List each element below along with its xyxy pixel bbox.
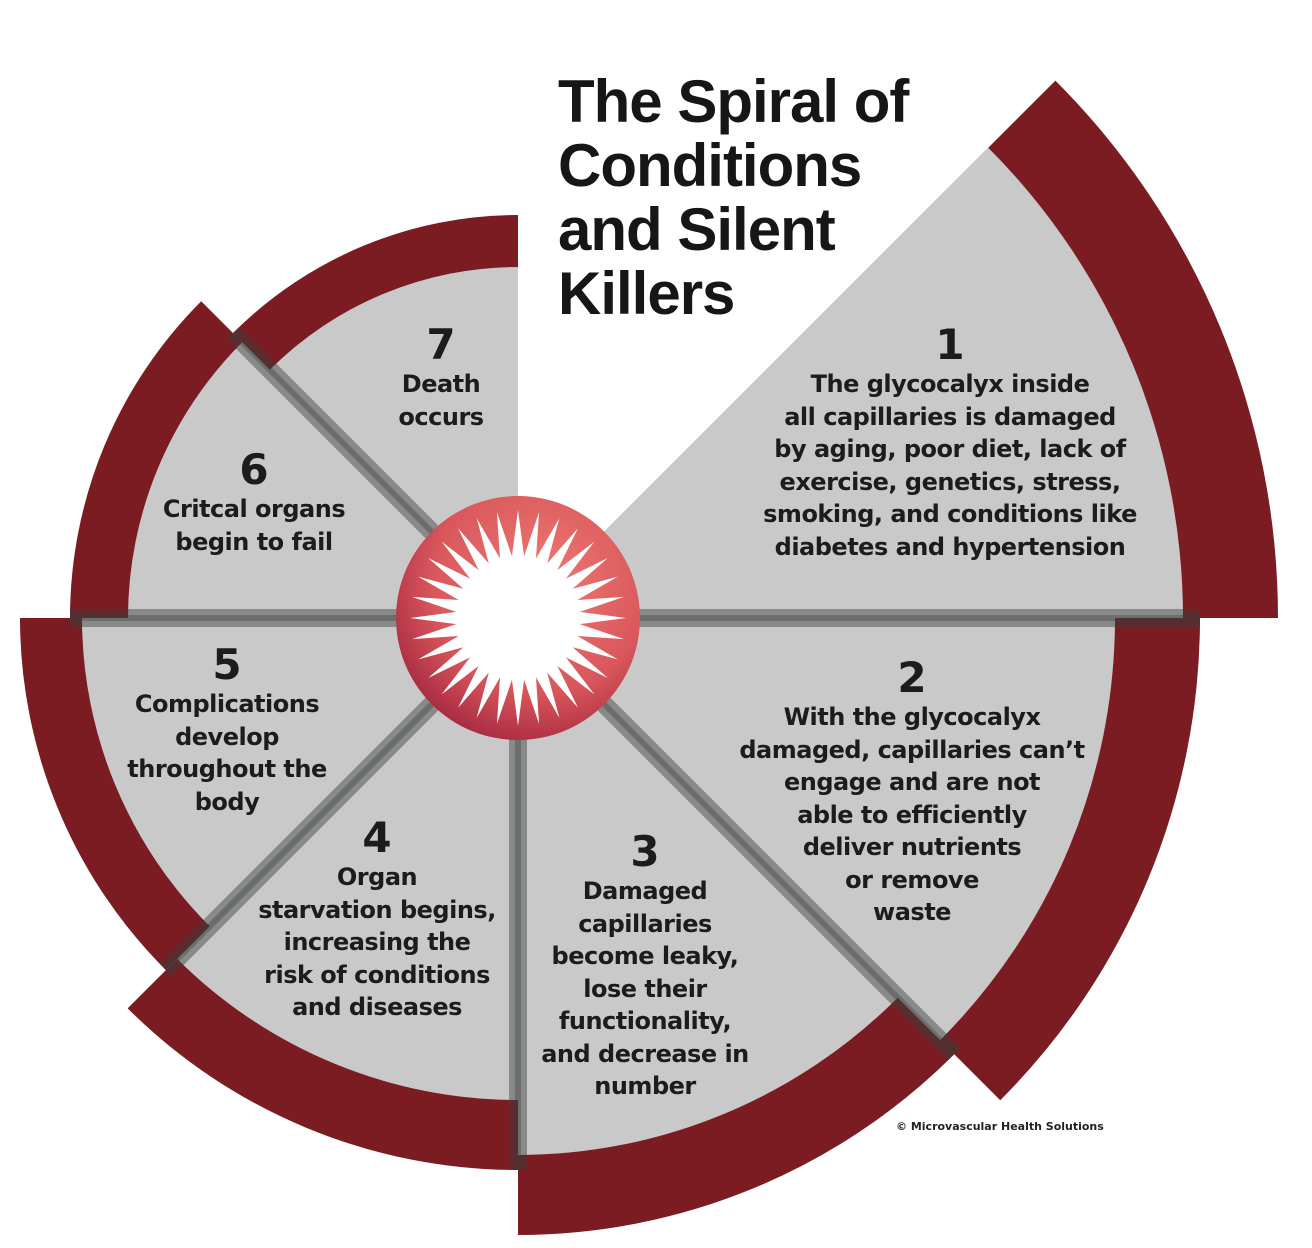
copyright: © Microvascular Health Solutions — [896, 1120, 1104, 1133]
step-text-line: develop — [175, 722, 279, 751]
step-text-line: starvation begins, — [258, 895, 496, 924]
step-text-line: body — [194, 787, 260, 816]
title-line: Conditions — [558, 132, 862, 199]
step-text-line: number — [594, 1072, 696, 1100]
step-number: 1 — [935, 320, 965, 369]
page-title: The Spiral of Conditions and Silent Kill… — [558, 68, 909, 327]
segment-5 — [82, 618, 518, 927]
step-number: 5 — [212, 640, 242, 689]
step-text-line: diabetes and hypertension — [774, 532, 1126, 561]
step-text-line: smoking, and conditions like — [763, 500, 1137, 528]
step-text-line: able to efficiently — [797, 800, 1027, 829]
step-number: 7 — [426, 320, 456, 369]
step-text-line: damaged, capillaries can’t — [739, 735, 1085, 764]
title-line: The Spiral of — [558, 68, 909, 135]
step-text-line: begin to fail — [175, 527, 333, 556]
step-text-line: Organ — [336, 863, 418, 891]
step-text-line: Complications — [134, 690, 320, 718]
step-number: 3 — [630, 827, 660, 876]
step-text-line: by aging, poor diet, lack of — [774, 435, 1126, 463]
step-text-line: engage and are not — [783, 768, 1041, 796]
step-text-line: and diseases — [292, 993, 462, 1021]
step-text-line: risk of conditions — [264, 960, 490, 989]
step-text-line: and decrease in — [541, 1039, 749, 1068]
step-text-line: increasing the — [283, 928, 471, 956]
segment-3 — [518, 618, 898, 1155]
step-text-line: waste — [873, 898, 951, 926]
step-text-line: all capillaries is damaged — [784, 402, 1116, 431]
step-text-line: or remove — [845, 865, 979, 894]
step-text-line: Death — [401, 370, 481, 398]
title-line: Killers — [558, 260, 735, 327]
step-text-line: The glycocalyx inside — [810, 370, 1090, 398]
segment-1 — [518, 147, 1183, 618]
step-number: 4 — [362, 813, 392, 862]
step-text-line: occurs — [398, 402, 484, 431]
step-text-line: lose their — [583, 974, 707, 1003]
starburst-icon — [410, 510, 626, 726]
step-text-line: exercise, genetics, stress, — [779, 467, 1121, 496]
segment-4 — [177, 618, 518, 1100]
step-text-line: deliver nutrients — [802, 833, 1022, 861]
step-number: 2 — [897, 653, 927, 702]
step-text-line: Critcal organs — [162, 495, 346, 523]
title-line: and Silent — [558, 196, 836, 263]
step-text-line: throughout the — [127, 755, 327, 783]
step-text-line: functionality, — [558, 1007, 732, 1035]
step-text-line: capillaries — [578, 909, 712, 938]
segment-2 — [518, 618, 1115, 1041]
step-text-line: Damaged — [582, 877, 708, 905]
step-text-line: With the glycocalyx — [783, 703, 1041, 731]
step-text-line: become leaky, — [551, 942, 739, 970]
step-number: 6 — [239, 445, 269, 494]
